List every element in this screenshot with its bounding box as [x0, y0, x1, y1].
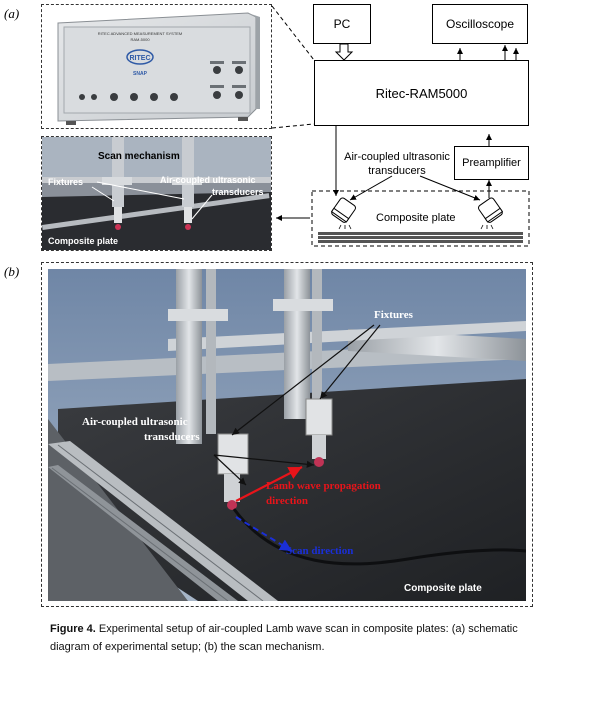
transducers-label-a-1: Air-coupled ultrasonic — [160, 175, 256, 185]
scan-rig-photo-wrap: Fixtures Air-coupled ultrasonic transduc… — [48, 269, 526, 601]
lamb-wave-label-2: direction — [266, 495, 308, 507]
scan-rig-photo — [48, 269, 526, 601]
transducers-diagram-label: Air-coupled ultrasonic transducers — [344, 151, 450, 177]
ritec-box: Ritec-RAM5000 — [314, 60, 529, 126]
scan-photo-frame: Scan mechanism Fixtures Air-coupled ultr… — [41, 136, 272, 251]
device-photo-frame: RITEC RITEC ADVANCED MEASUREMENT SYSTEM … — [41, 4, 272, 129]
preamplifier-box: Preamplifier — [454, 146, 529, 180]
schematic-connectors — [271, 5, 530, 247]
oscilloscope-box: Oscilloscope — [432, 4, 528, 44]
device-logo-text: RITEC — [130, 55, 151, 62]
panel-b-tag: (b) — [4, 264, 20, 279]
panel-b-frame: Fixtures Air-coupled ultrasonic transduc… — [41, 262, 533, 607]
caption-text: Experimental setup of air-coupled Lamb w… — [50, 623, 518, 653]
caption-label: Figure 4. — [50, 623, 96, 635]
panel-a-tag: (a) — [4, 6, 20, 21]
scan-direction-label: Scan direction — [286, 545, 354, 557]
scan-mechanism-photo — [42, 137, 271, 250]
device-model-line: RAM-5000 — [130, 37, 150, 42]
right-transducer-icon — [477, 197, 504, 223]
transducers-label-a-2: transducers — [212, 187, 264, 197]
figure-caption: Figure 4. Experimental setup of air-coup… — [50, 620, 540, 656]
composite-plate-label-a: Composite plate — [48, 236, 119, 246]
pc-box: PC — [313, 4, 371, 44]
fixtures-label-b: Fixtures — [374, 309, 413, 321]
transducers-label-b-2: transducers — [144, 431, 200, 443]
composite-plate-diagram-label: Composite plate — [376, 212, 456, 224]
ritec-device-photo: RITEC RITEC ADVANCED MEASUREMENT SYSTEM … — [42, 5, 271, 128]
transducers-label-b-1: Air-coupled ultrasonic — [82, 416, 188, 428]
device-snap-text: SNAP — [133, 71, 148, 77]
fixtures-label-a: Fixtures — [48, 177, 84, 187]
composite-plate-label-b: Composite plate — [404, 583, 482, 594]
lamb-wave-label-1: Lamb wave propagation — [266, 480, 381, 492]
scan-mechanism-label: Scan mechanism — [98, 151, 180, 162]
left-transducer-icon — [330, 197, 357, 223]
device-brand-line: RITEC ADVANCED MEASUREMENT SYSTEM — [98, 31, 183, 36]
